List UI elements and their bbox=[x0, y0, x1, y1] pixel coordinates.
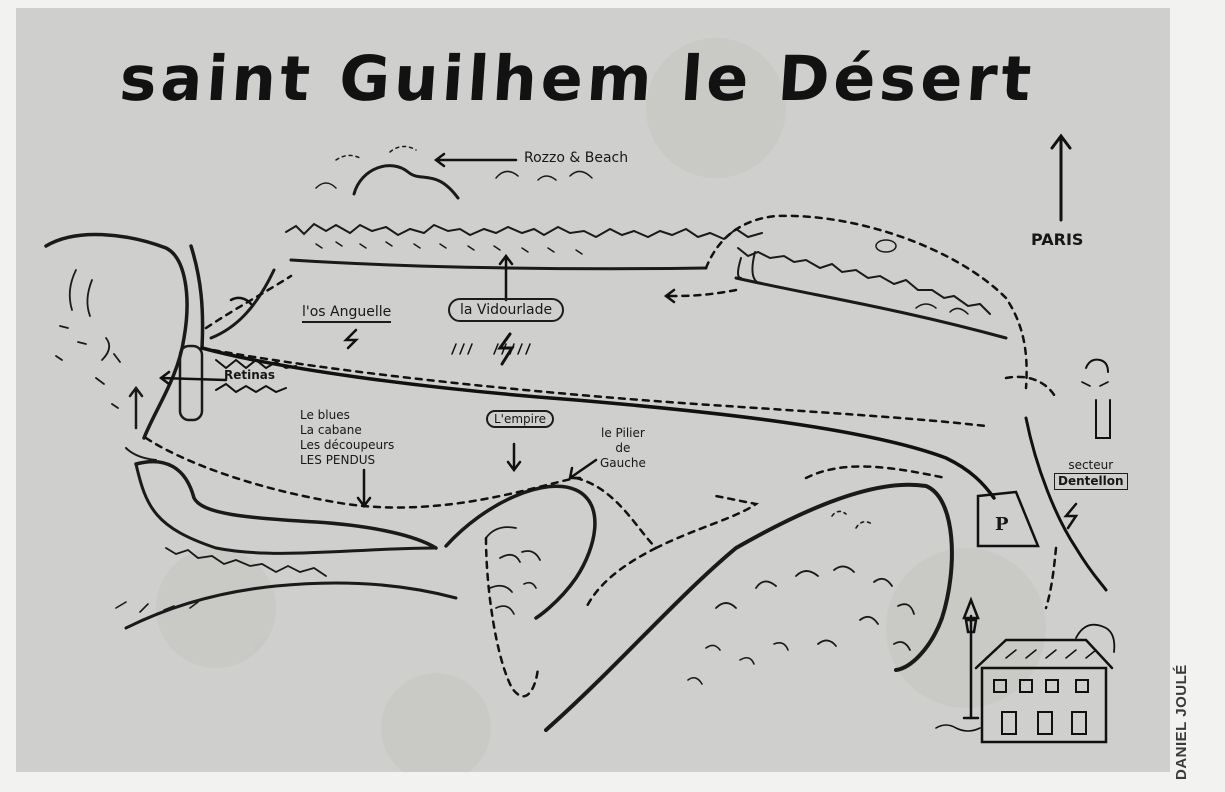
label-l-empire: L'empire bbox=[486, 410, 555, 428]
label-le-pilier-line1: le Pilier bbox=[601, 426, 645, 440]
paper-texture bbox=[156, 38, 1046, 772]
label-los-anguelle: l'os Anguelle bbox=[302, 304, 392, 323]
label-la-vidourlade: la Vidourlade bbox=[448, 298, 565, 322]
parking-label: P bbox=[995, 514, 1009, 535]
label-secteur-line2: Dentellon bbox=[1054, 473, 1128, 490]
label-les-decoupeurs: Les découpeurs bbox=[300, 438, 395, 452]
map-drawing bbox=[44, 38, 1116, 772]
north-label: PARIS bbox=[1031, 230, 1084, 249]
label-rozzo-beach: Rozzo & Beach bbox=[524, 150, 629, 166]
chapel-sketch-icon bbox=[1081, 358, 1111, 439]
label-le-blues: Le blues bbox=[300, 408, 350, 422]
building-sketch-icon bbox=[935, 623, 1116, 744]
river-gorge bbox=[44, 232, 276, 461]
map-title: saint Guilhem le Désert bbox=[117, 42, 1038, 115]
label-le-pilier: le Pilier de Gauche bbox=[600, 426, 646, 471]
label-les-pendus: LES PENDUS bbox=[300, 453, 376, 467]
main-road bbox=[200, 346, 1108, 592]
label-la-cabane: La cabane bbox=[300, 423, 362, 437]
lamp-post-icon bbox=[962, 596, 980, 720]
top-cliff bbox=[285, 145, 1008, 340]
label-le-pilier-line3: Gauche bbox=[600, 456, 646, 470]
label-retinas: Retinas bbox=[224, 368, 276, 382]
trails bbox=[144, 214, 1058, 698]
label-le-pilier-line2: de bbox=[615, 441, 631, 455]
sketch-map: saint Guilhem le Désert PARIS Rozzo & Be… bbox=[16, 8, 1170, 772]
lower-cliffs bbox=[115, 459, 597, 630]
label-sector-list: Le blues La cabane Les découpeurs LES PE… bbox=[300, 408, 394, 468]
decorations bbox=[215, 328, 1079, 530]
label-secteur-line1: secteur bbox=[1068, 458, 1114, 472]
photo-credit: DANIEL JOULÉ bbox=[1173, 664, 1190, 780]
arrows bbox=[158, 133, 1072, 509]
label-secteur-dentellon: secteur Dentellon bbox=[1054, 458, 1128, 490]
right-cliff bbox=[544, 482, 954, 732]
